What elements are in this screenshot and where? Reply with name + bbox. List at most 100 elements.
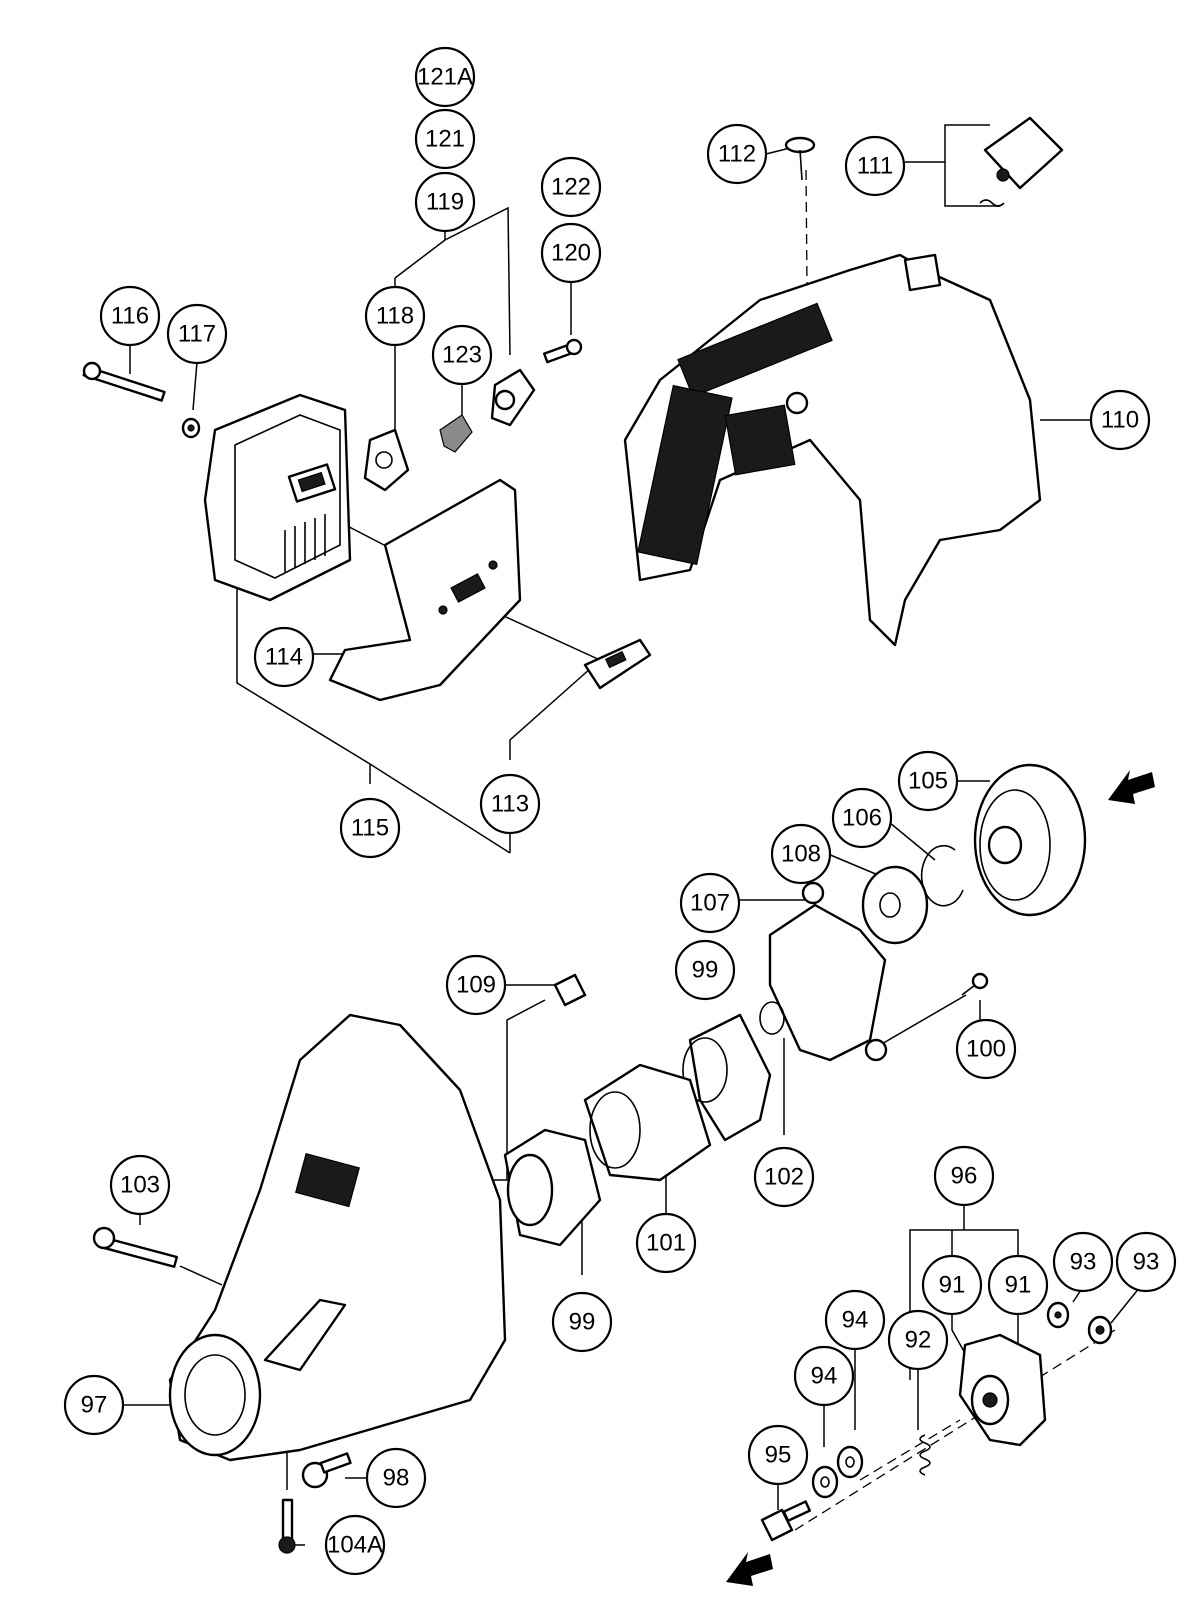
part-121-plate xyxy=(490,368,536,427)
callout-108: 108 xyxy=(770,823,832,885)
callout-106: 106 xyxy=(831,787,893,849)
callout-label: 94 xyxy=(842,1307,869,1334)
part-102-circlip xyxy=(759,1001,785,1035)
callout-label: 120 xyxy=(551,240,591,267)
arrow-icon-top xyxy=(1108,770,1155,804)
callout-label: 106 xyxy=(842,805,882,832)
callout-label: 110 xyxy=(1101,407,1139,434)
callout-118: 118 xyxy=(364,285,426,347)
callout-label: 94 xyxy=(811,1363,838,1390)
part-120-screw xyxy=(543,338,583,364)
callout-label: 108 xyxy=(781,841,821,868)
callout-label: 112 xyxy=(718,141,756,168)
callout-label: 109 xyxy=(456,972,496,999)
callout-111: 111 xyxy=(844,135,906,197)
part-109-rubber-block xyxy=(553,973,587,1007)
part-110-engine-cover xyxy=(623,253,1042,647)
callout-94-lower: 94 xyxy=(793,1345,855,1407)
part-96-clutch-assembly xyxy=(958,1333,1047,1447)
callout-101: 101 xyxy=(635,1212,697,1274)
direction-arrows xyxy=(726,770,1155,1586)
callout-99-upper: 99 xyxy=(674,939,736,1001)
callout-label: 99 xyxy=(692,957,719,984)
callout-label: 105 xyxy=(908,768,948,795)
part-105-clutch-drum xyxy=(973,763,1087,917)
callout-123: 123 xyxy=(431,324,493,386)
part-114-heat-shield xyxy=(328,478,522,702)
part-106-circlip xyxy=(920,844,964,907)
part-99-damper-lower xyxy=(503,1128,602,1247)
callout-label: 93 xyxy=(1070,1249,1097,1276)
callout-label: 115 xyxy=(351,815,389,842)
part-115-muffler xyxy=(203,393,352,602)
callout-label: 116 xyxy=(111,303,149,330)
callout-94-upper: 94 xyxy=(824,1289,886,1351)
callout-label: 100 xyxy=(966,1036,1006,1063)
part-101-damper xyxy=(583,1063,712,1182)
callout-label: 97 xyxy=(81,1392,108,1419)
callout-110: 110 xyxy=(1089,389,1151,451)
callout-107: 107 xyxy=(679,872,741,934)
callout-label: 119 xyxy=(426,189,464,216)
callout-label: 101 xyxy=(646,1230,686,1257)
callout-121A: 121A xyxy=(414,46,476,108)
part-92-spring xyxy=(919,1434,931,1476)
callout-label: 117 xyxy=(178,321,216,348)
part-98-bolt xyxy=(301,1452,352,1489)
callout-label: 118 xyxy=(376,303,414,330)
callouts: 121A 121 119 122 120 118 123 116 117 112… xyxy=(63,46,1177,1576)
callout-105: 105 xyxy=(897,750,959,812)
callout-93-right: 93 xyxy=(1115,1231,1177,1293)
callout-114: 114 xyxy=(253,626,315,688)
callout-label: 98 xyxy=(383,1465,410,1492)
callout-93-left: 93 xyxy=(1052,1231,1114,1293)
callout-98: 98 xyxy=(365,1447,427,1509)
callout-label: 93 xyxy=(1133,1249,1160,1276)
callout-115: 115 xyxy=(339,797,401,859)
callout-label: 111 xyxy=(857,153,893,180)
part-94-washers xyxy=(811,1445,864,1499)
part-113-gasket xyxy=(583,638,652,690)
callout-label: 107 xyxy=(690,890,730,917)
part-117-washer xyxy=(181,417,201,439)
part-97-clutch-housing xyxy=(168,1013,507,1462)
callout-113: 113 xyxy=(479,773,541,835)
callout-104A: 104A xyxy=(324,1514,386,1576)
callout-96: 96 xyxy=(933,1145,995,1207)
part-107-clutch-case xyxy=(768,881,888,1062)
callout-label: 114 xyxy=(265,644,303,671)
callout-91-right: 91 xyxy=(987,1254,1049,1316)
callout-label: 121 xyxy=(425,126,465,153)
callout-109: 109 xyxy=(445,954,507,1016)
callout-99-lower: 99 xyxy=(551,1291,613,1353)
part-108-bearing xyxy=(861,865,929,945)
callout-97: 97 xyxy=(63,1374,125,1436)
callout-119: 119 xyxy=(414,171,476,233)
part-103-bolt xyxy=(92,1226,179,1268)
callout-116: 116 xyxy=(99,285,161,347)
part-100-screw xyxy=(961,972,989,996)
callout-label: 121A xyxy=(417,64,473,91)
callout-label: 103 xyxy=(120,1172,160,1199)
callout-label: 92 xyxy=(905,1327,932,1354)
part-95-bolt xyxy=(760,1500,812,1542)
part-123-lock-plate xyxy=(439,414,473,453)
callout-label: 102 xyxy=(764,1164,804,1191)
callout-120: 120 xyxy=(540,222,602,284)
callout-112: 112 xyxy=(706,123,768,185)
callout-label: 91 xyxy=(1005,1272,1032,1299)
callout-label: 123 xyxy=(442,342,482,369)
part-93-washers xyxy=(1046,1301,1113,1345)
part-118-gasket xyxy=(363,428,410,492)
part-112-screw xyxy=(784,136,816,181)
callout-117: 117 xyxy=(166,303,228,365)
callout-103: 103 xyxy=(109,1154,171,1216)
callout-label: 99 xyxy=(569,1309,596,1336)
arrow-icon-bottom xyxy=(726,1552,773,1586)
callout-label: 113 xyxy=(491,791,529,818)
part-111-knob xyxy=(979,116,1064,207)
callout-label: 91 xyxy=(939,1272,966,1299)
callout-95: 95 xyxy=(747,1424,809,1486)
callout-92: 92 xyxy=(887,1309,949,1371)
